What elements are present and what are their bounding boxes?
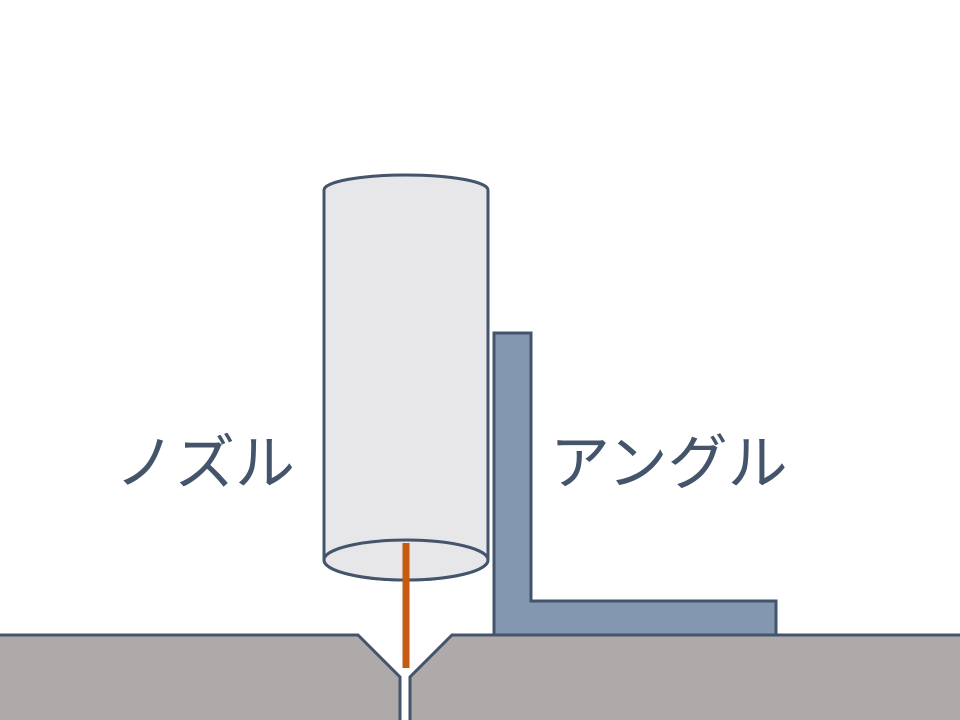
right-base-plate: [408, 633, 960, 720]
nozzle: [322, 173, 490, 582]
left-base-plate: [0, 633, 402, 720]
nozzle-label: ノズル: [115, 429, 295, 499]
angle-bracket: [492, 331, 778, 637]
nozzle-body: [322, 173, 490, 582]
angle-label: アングル: [550, 429, 788, 499]
